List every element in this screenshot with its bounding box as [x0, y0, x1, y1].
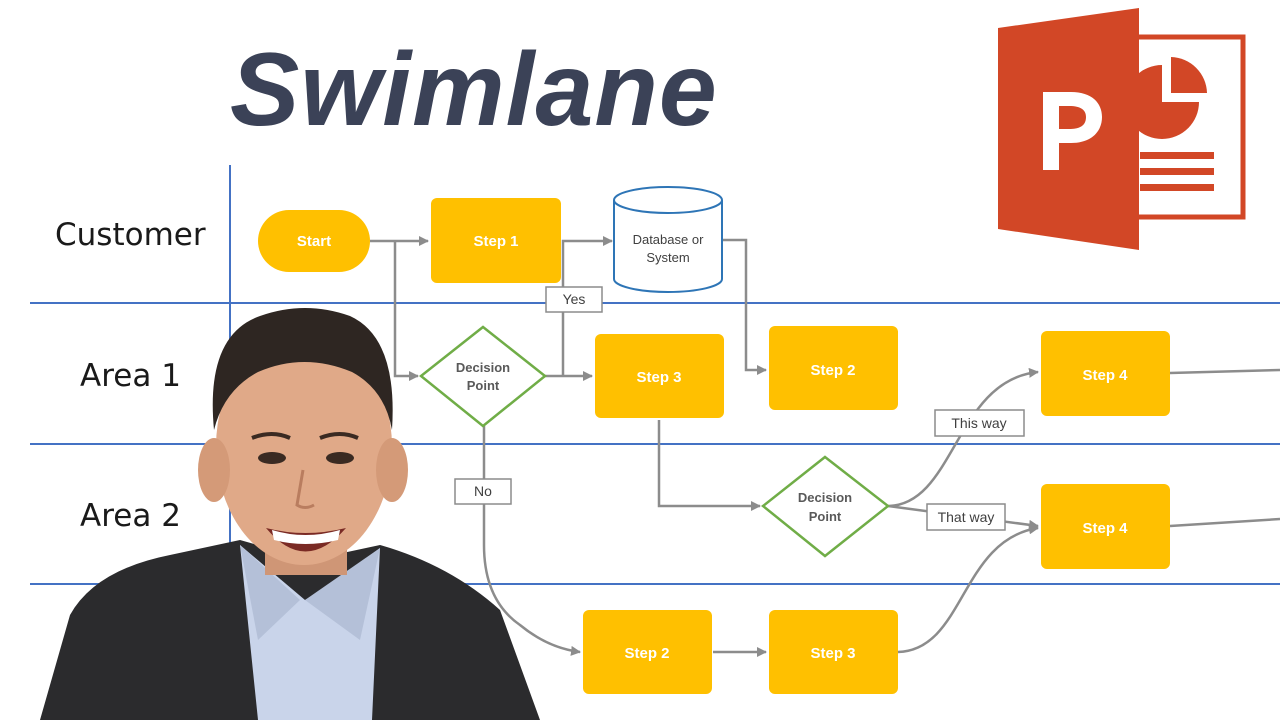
database-node: Database or System — [613, 186, 723, 293]
edge-label-that-way: That way — [926, 503, 1006, 531]
decision2-label-line2: Point — [809, 509, 842, 524]
svg-text:No: No — [474, 483, 492, 499]
start-label: Start — [297, 233, 331, 250]
step1-label: Step 1 — [473, 233, 518, 250]
step3-area1-node: Step 3 — [595, 334, 724, 418]
presenter-photo — [40, 308, 540, 720]
connectors — [370, 236, 1280, 657]
step2-area1-node: Step 2 — [769, 326, 898, 410]
step3-area1-label: Step 3 — [636, 369, 681, 386]
edge-step4-out-2 — [1169, 517, 1280, 528]
lane-label-area2: Area 2 — [80, 498, 181, 534]
edge-step3-step4 — [897, 524, 1039, 654]
edge-this-way — [887, 367, 1039, 508]
edge-no-step2 — [482, 426, 581, 656]
step3-bottom-node: Step 3 — [769, 610, 898, 694]
lane-label-customer: Customer — [55, 217, 206, 253]
edge-start-decision1 — [393, 241, 419, 381]
page-title: Swimlane — [230, 32, 718, 148]
step4-area2-node: Step 4 — [1041, 484, 1170, 569]
powerpoint-logo-icon — [998, 8, 1246, 250]
start-node: Start — [258, 210, 370, 272]
step4-area2-label: Step 4 — [1082, 520, 1128, 537]
decision2-label-line1: Decision — [798, 490, 852, 505]
step3-bottom-label: Step 3 — [810, 645, 855, 662]
edge-label-no: No — [454, 478, 512, 505]
lane-label-area1: Area 1 — [80, 358, 181, 394]
step2-bottom-label: Step 2 — [624, 645, 669, 662]
step4-area1-node: Step 4 — [1041, 331, 1170, 416]
edge-step3-decision2 — [657, 420, 761, 511]
edge-label-yes: Yes — [545, 286, 603, 313]
decision1-node: Decision Point — [418, 325, 548, 428]
edge-step4-out-1 — [1169, 368, 1280, 375]
database-label-line2: System — [646, 250, 689, 265]
database-label-line1: Database or — [633, 232, 704, 247]
edge-yes-database — [561, 236, 613, 376]
decision2-node: Decision Point — [760, 455, 891, 558]
svg-text:Yes: Yes — [563, 291, 586, 307]
step1-node: Step 1 — [431, 198, 561, 283]
step2-area1-label: Step 2 — [810, 362, 855, 379]
edge-database-step2 — [723, 238, 767, 375]
svg-text:This way: This way — [951, 415, 1006, 431]
edge-label-this-way: This way — [934, 409, 1025, 437]
step2-bottom-node: Step 2 — [583, 610, 712, 694]
decision1-label-line2: Point — [467, 378, 500, 393]
step4-area1-label: Step 4 — [1082, 367, 1128, 384]
svg-text:That way: That way — [938, 509, 995, 525]
decision1-label-line1: Decision — [456, 360, 510, 375]
